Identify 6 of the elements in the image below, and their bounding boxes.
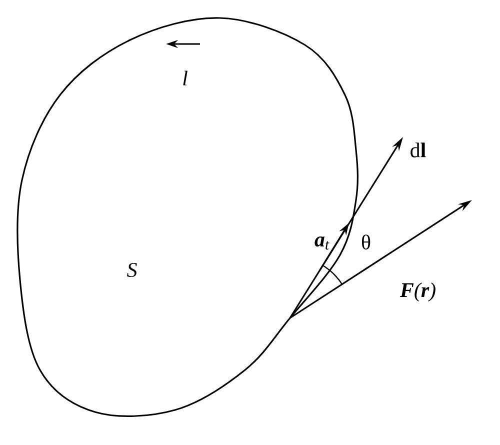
label: S [127,262,137,278]
label: a$_{t}$ [314,236,330,250]
label: F(r) [400,282,436,302]
label: θ [362,234,370,250]
label: l [183,70,188,86]
label: dl [410,142,426,158]
